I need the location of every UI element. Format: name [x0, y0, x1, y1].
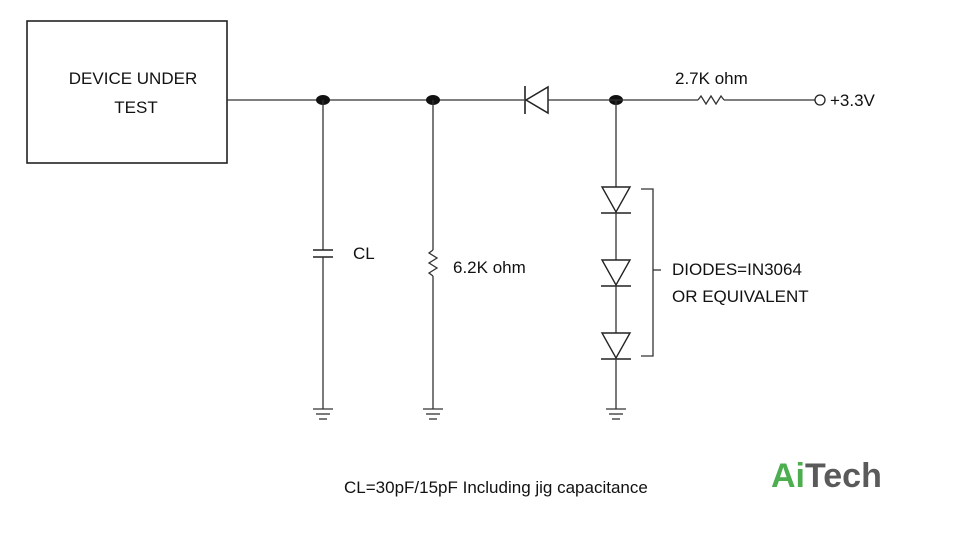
stack-diode-3-icon: [600, 332, 632, 360]
svg-text:AiTech: AiTech: [771, 457, 882, 495]
capacitance-caption: CL=30pF/15pF Including jig capacitance: [344, 478, 648, 497]
ground-icon-resistor: [423, 408, 443, 420]
supply-voltage-label: +3.3V: [830, 91, 876, 110]
pullup-resistor-icon: [697, 94, 725, 106]
ground-icon-capacitor: [313, 408, 333, 420]
pullup-resistor-label: 2.7K ohm: [675, 69, 748, 88]
stack-diode-1-icon: [600, 186, 632, 214]
capacitor-icon: [313, 249, 333, 258]
diodes-note-line2: OR EQUIVALENT: [672, 287, 809, 306]
pulldown-resistor-icon: [427, 249, 439, 277]
dut-label-line1: DEVICE UNDER: [69, 69, 197, 88]
diode-group-bracket: [641, 188, 654, 357]
pulldown-resistor-label: 6.2K ohm: [453, 258, 526, 277]
device-under-test-box: DEVICE UNDER TEST: [26, 20, 228, 164]
aitech-logo: AiTech: [771, 457, 882, 495]
series-diode-icon: [524, 85, 549, 115]
diodes-note-line1: DIODES=IN3064: [672, 260, 802, 279]
supply-terminal-icon: [814, 94, 826, 106]
logo-part-ai: Ai: [771, 457, 805, 495]
logo-part-tech: Tech: [805, 457, 882, 495]
capacitor-label: CL: [353, 244, 375, 263]
stack-diode-2-icon: [600, 259, 632, 287]
dut-label-line2: TEST: [114, 98, 157, 117]
ground-icon-diodes: [606, 408, 626, 420]
